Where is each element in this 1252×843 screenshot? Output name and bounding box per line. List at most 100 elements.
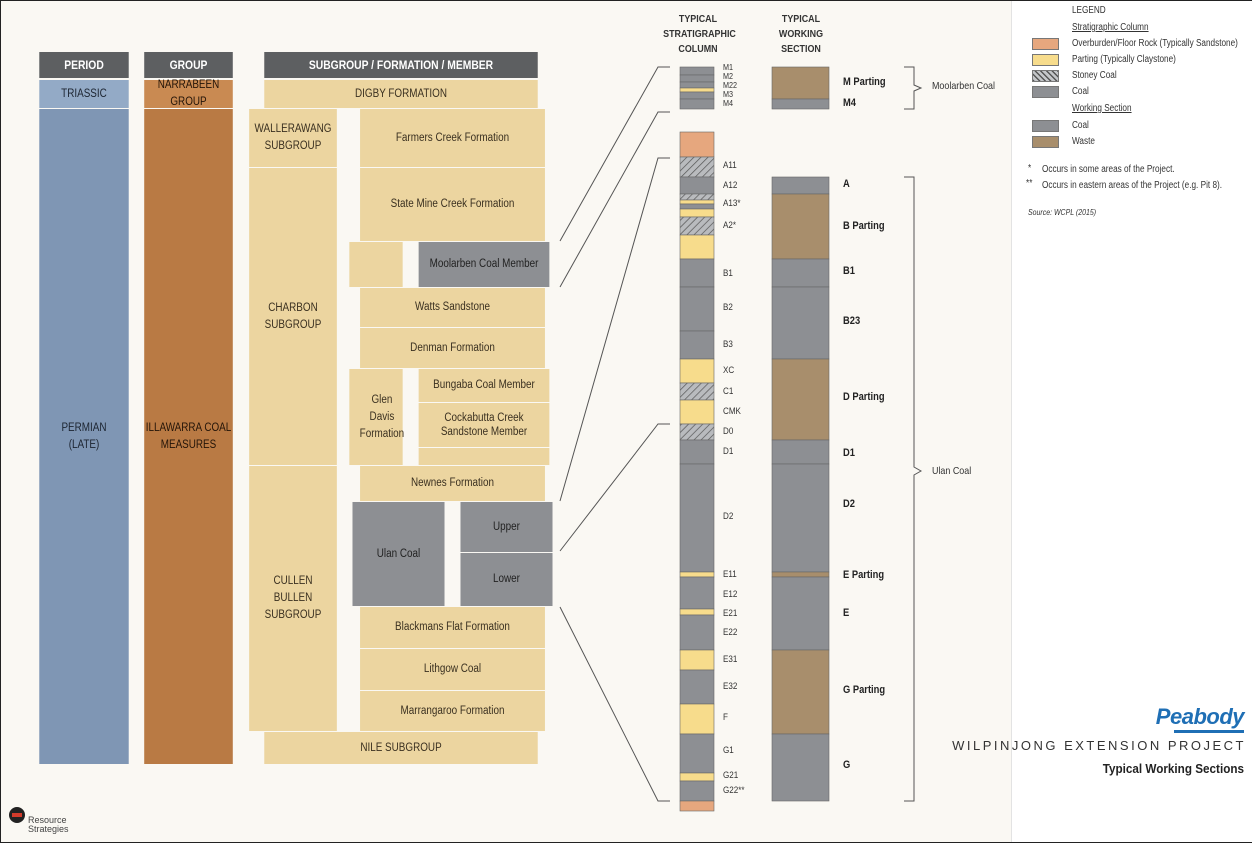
work-d2 (771, 463, 830, 573)
note-marker-2: ** (1026, 178, 1033, 189)
period-permian: PERMIAN (LATE) (39, 109, 129, 764)
legend-swatch-coal (1032, 86, 1059, 98)
subgroup-cullen-bullen: CULLEN BULLEN SUBGROUP (249, 466, 337, 731)
formation-denman: Denman Formation (360, 328, 545, 368)
strat-label: E11 (723, 569, 737, 580)
peabody-logo: Peabody (1155, 704, 1245, 729)
project-title: WILPINJONG EXTENSION PROJECT (952, 738, 1246, 753)
strat-g21-parting (679, 772, 715, 782)
working-section-title: TYPICAL WORKING SECTION (778, 13, 824, 55)
strat-b3 (679, 330, 715, 360)
ulan-upper: Upper (460, 502, 553, 552)
work-d1 (771, 439, 830, 465)
ulan-lower: Lower (460, 553, 553, 606)
legend-work-heading: Working Section (1072, 103, 1132, 114)
work-b-parting (771, 193, 830, 260)
formation-marrangaroo: Marrangaroo Formation (360, 691, 545, 731)
strat-label: B3 (723, 339, 733, 350)
work-b1 (771, 258, 830, 288)
formation-glen-davis-base (418, 448, 550, 465)
strat-label: XC (723, 365, 735, 376)
work-e (771, 576, 830, 651)
strat-label: D2 (723, 511, 734, 522)
period-triassic: TRIASSIC (39, 80, 129, 108)
legend-item: Coal (1072, 86, 1089, 97)
formation-lithgow-coal: Lithgow Coal (360, 649, 545, 690)
strat-f (679, 703, 715, 735)
strat-a13 (679, 193, 715, 201)
strat-m1 (679, 66, 715, 76)
strat-label: E21 (723, 608, 738, 619)
legend-note-2: Occurs in eastern areas of the Project (… (1042, 180, 1223, 191)
work-label: B Parting (843, 220, 885, 232)
work-d-parting (771, 358, 830, 441)
strat-e21-parting (679, 608, 715, 616)
logo-underline (1174, 730, 1244, 733)
strat-a13-coal (679, 203, 715, 210)
note-marker-1: * (1028, 163, 1032, 174)
strat-label: B2 (723, 302, 733, 313)
strat-label: E22 (723, 627, 738, 638)
strat-a12 (679, 176, 715, 195)
strat-label: A13* (723, 198, 741, 209)
strat-label-m3: M3 (723, 89, 734, 99)
formation-state-mine-creek: State Mine Creek Formation (360, 168, 545, 241)
strat-label: G21 (723, 770, 739, 781)
strat-column-title: TYPICAL STRATIGRAPHIC COLUMN (663, 13, 736, 55)
work-label: D Parting (843, 391, 885, 403)
strat-m3 (679, 91, 715, 100)
strat-label: D1 (723, 446, 734, 457)
strat-e31 (679, 649, 715, 671)
legend-item: Parting (Typically Claystone) (1072, 54, 1176, 65)
bracket-moolarben (904, 66, 923, 110)
legend-strat-heading: Stratigraphic Column (1072, 22, 1149, 33)
work-label: A (843, 178, 850, 190)
strat-e11-parting (679, 571, 715, 578)
strat-floor (679, 800, 715, 812)
legend-swatch-work-coal (1032, 120, 1059, 132)
legend-swatch-parting (1032, 54, 1059, 66)
legend-panel: LEGEND Stratigraphic Column Overburden/F… (952, 1, 1252, 842)
work-label: E Parting (843, 569, 885, 581)
header-period: PERIOD (39, 52, 129, 78)
strat-label: F (723, 712, 728, 723)
strat-label-m4: M4 (723, 98, 734, 108)
work-label: G (843, 759, 851, 771)
strat-d1 (679, 439, 715, 465)
work-label: B23 (843, 315, 861, 327)
strat-a11 (679, 156, 715, 178)
strat-b2 (679, 286, 715, 332)
strat-m22 (679, 81, 715, 89)
strat-label: C1 (723, 386, 734, 397)
legend-item: Waste (1072, 136, 1095, 147)
strat-c1 (679, 382, 715, 401)
work-label: D1 (843, 447, 855, 459)
work-label: G Parting (843, 684, 886, 696)
formation-newnes: Newnes Formation (360, 466, 545, 501)
strat-label: G1 (723, 745, 734, 756)
work-g-parting (771, 649, 830, 735)
strat-label: A11 (723, 160, 737, 171)
legend-swatch-waste (1032, 136, 1059, 148)
header-group: GROUP (144, 52, 233, 78)
strat-xc (679, 358, 715, 384)
formation-ulan-coal: Ulan Coal (352, 502, 445, 606)
work-label: M Parting (843, 76, 886, 88)
work-m4 (771, 98, 830, 110)
strat-g22 (679, 780, 715, 802)
formation-glen-davis: Glen Davis Formation (349, 369, 404, 465)
section-columns (559, 66, 923, 812)
credit-resource-strategies: Resource Strategies (28, 815, 69, 834)
strat-label: E32 (723, 681, 738, 692)
legend-source: Source: WCPL (2015) (1028, 207, 1097, 217)
subgroup-charbon: CHARBON SUBGROUP (249, 168, 337, 465)
strat-label: E31 (723, 654, 738, 665)
strat-parting-a13 (679, 199, 715, 205)
strat-m4 (679, 98, 715, 110)
strat-parting-a2-top (679, 208, 715, 218)
strat-label-m1: M1 (723, 62, 734, 72)
strat-g1 (679, 733, 715, 774)
header-subgroup: SUBGROUP / FORMATION / MEMBER (264, 52, 538, 78)
formation-state-mine-creek-lower (349, 242, 403, 287)
